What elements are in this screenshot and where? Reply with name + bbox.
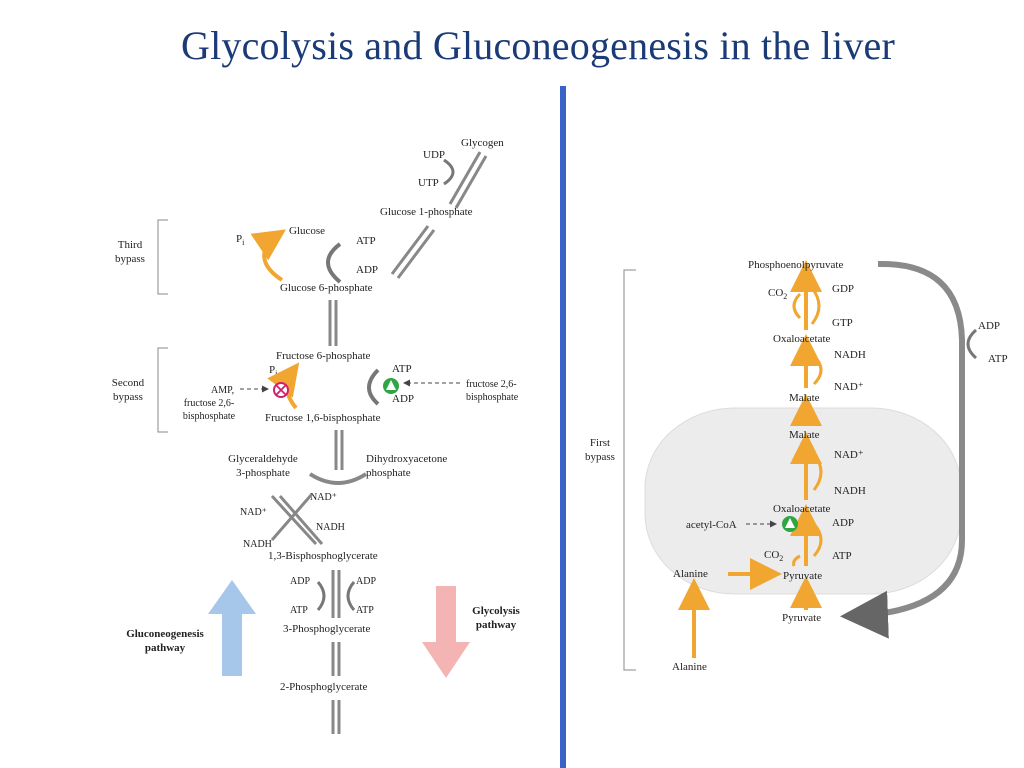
nadh-label-r1: NADH bbox=[834, 349, 866, 361]
third-bypass-orange-arrow bbox=[250, 229, 286, 282]
adp-label-r1: ADP bbox=[832, 517, 854, 529]
pyruvate-kinase-cofactor-curve bbox=[966, 328, 978, 360]
atp-label-2: ATP bbox=[392, 363, 412, 375]
divider-line bbox=[560, 86, 566, 768]
mdh-cytosol-cofactor-curve bbox=[812, 354, 823, 386]
pg-3-label: 3-Phosphoglycerate bbox=[283, 623, 370, 635]
glucose-6-phosphate-label: Glucose 6-phosphate bbox=[280, 282, 373, 294]
malate-label-1: Malate bbox=[789, 392, 820, 404]
co2-label-1: CO2 bbox=[768, 287, 787, 301]
third-bypass-bracket bbox=[157, 219, 168, 295]
second-bypass-gray-arrow bbox=[367, 368, 380, 406]
gluconeogenesis-big-arrow bbox=[208, 580, 256, 676]
bpg-13-label: 1,3-Bisphosphoglycerate bbox=[268, 550, 378, 562]
glycogen-cofactor-curve bbox=[443, 158, 455, 186]
malate-label-2: Malate bbox=[789, 429, 820, 441]
alanine-label-1: Alanine bbox=[673, 568, 708, 580]
co2-label-2: CO2 bbox=[764, 549, 783, 563]
glucose-label: Glucose bbox=[289, 225, 325, 237]
pyruvate-label-1: Pyruvate bbox=[783, 570, 822, 582]
nadh-label-r2: NADH bbox=[834, 485, 866, 497]
adp-label-1: ADP bbox=[356, 264, 378, 276]
nad-plus-label-2: NAD⁺ bbox=[240, 507, 267, 518]
third-bypass-gray-arrow bbox=[326, 242, 342, 284]
atp-label-4: ATP bbox=[356, 605, 374, 616]
pi-label-2: Pi bbox=[269, 364, 278, 378]
nadh-label-2: NADH bbox=[243, 539, 272, 550]
atp-label-r2: ATP bbox=[988, 353, 1008, 365]
adp-label-r2: ADP bbox=[978, 320, 1000, 332]
fructose-6-phosphate-label: Fructose 6-phosphate bbox=[276, 350, 371, 362]
gdp-label: GDP bbox=[832, 283, 854, 295]
adp-label-4: ADP bbox=[356, 576, 376, 587]
utp-label: UTP bbox=[418, 177, 439, 189]
glycolysis-big-arrow bbox=[422, 586, 470, 678]
slide-title: Glycolysis and Gluconeogenesis in the li… bbox=[180, 23, 895, 68]
amp-fructose-label: fructose 2,6-bisphosphate bbox=[183, 398, 236, 422]
second-bypass-bracket bbox=[157, 347, 168, 433]
triose-isomerase-arrow bbox=[308, 472, 368, 485]
pc-cofactor-curves bbox=[792, 523, 823, 567]
f26bp-right-label: fructose 2,6-bisphosphate bbox=[466, 379, 519, 403]
bpg-3pg-double-arrow bbox=[331, 570, 341, 618]
g1p-g6p-double-arrow bbox=[390, 225, 436, 279]
atp-label-r1: ATP bbox=[832, 550, 852, 562]
nad-plus-label-r1: NAD⁺ bbox=[834, 381, 864, 393]
pep-label: Phosphoenolpyruvate bbox=[748, 259, 843, 271]
pg3-pg2-double-arrow bbox=[331, 642, 341, 676]
gapdh-cross-arrows bbox=[270, 493, 324, 546]
pi-label-1: Pi bbox=[236, 233, 245, 247]
pepck-cofactor-curves bbox=[792, 287, 821, 325]
glycogen-double-arrow bbox=[448, 151, 488, 209]
pep-to-pyruvate-arrow bbox=[840, 260, 965, 639]
nad-plus-label-1: NAD⁺ bbox=[310, 492, 337, 503]
nad-plus-label-r2: NAD⁺ bbox=[834, 449, 864, 461]
amp-label: AMP, bbox=[211, 385, 234, 396]
oxaloacetate-label-1: Oxaloacetate bbox=[773, 333, 831, 345]
acetyl-coa-label: acetyl-CoA bbox=[686, 519, 737, 531]
oxaloacetate-label-2: Oxaloacetate bbox=[773, 503, 831, 515]
g6p-f6p-double-arrow bbox=[328, 300, 338, 346]
atp-label-1: ATP bbox=[356, 235, 376, 247]
gtp-label: GTP bbox=[832, 317, 853, 329]
first-bypass-bracket bbox=[623, 269, 636, 671]
nadh-label-1: NADH bbox=[316, 522, 345, 533]
f16bp-split-double-arrow bbox=[334, 430, 344, 470]
pyruvate-label-2: Pyruvate bbox=[782, 612, 821, 624]
glucose-1-phosphate-label: Glucose 1-phosphate bbox=[380, 206, 473, 218]
alanine-label-2: Alanine bbox=[672, 661, 707, 673]
pg2-down-double-arrow bbox=[331, 700, 341, 734]
pg-2-label: 2-Phosphoglycerate bbox=[280, 681, 367, 693]
glycogen-label: Glycogen bbox=[461, 137, 504, 149]
udp-label: UDP bbox=[423, 149, 445, 161]
adp-label-3: ADP bbox=[290, 576, 310, 587]
pgk-gray-arrows bbox=[316, 581, 356, 611]
adp-label-2: ADP bbox=[392, 393, 414, 405]
fructose-16-bisphosphate-label: Fructose 1,6-bisphosphate bbox=[265, 412, 381, 424]
atp-label-3: ATP bbox=[290, 605, 308, 616]
mdh-mito-cofactor-curve bbox=[812, 453, 823, 491]
